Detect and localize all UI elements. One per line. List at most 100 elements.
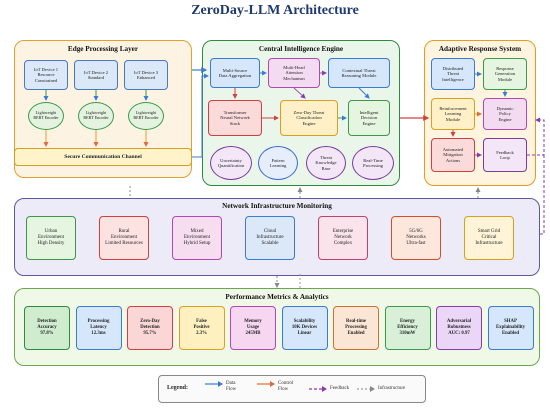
metric-real-time-processing-label: Real-time Processing Enabled (345, 319, 367, 336)
diagram-title: ZeroDay-LLM Architecture (191, 3, 359, 18)
enterprise-network-label: Enterprise Network Complex (332, 229, 354, 246)
distributed-threat-intelligence: Distributed Threat Intelligence (431, 58, 475, 90)
smart-grid-label: Smart Grid Critical Infrastructure (475, 229, 503, 246)
metrics-panel-title: Performance Metrics & Analytics (225, 293, 329, 301)
mixed-environment-label: Mixed Environment Hybrid Setup (183, 229, 211, 246)
attention-label: Multi-Head Attention Mechanism (283, 65, 305, 81)
iot-device-2: IoT Device 2 Standard (74, 60, 118, 90)
multi-source-label: Multi-Source Data Aggregation (218, 67, 252, 78)
adaptive-panel-title: Adaptive Response System (438, 45, 522, 53)
iot-device-2-label: IoT Device 2 Standard (83, 69, 109, 80)
urban-environment: Urban Environment High Density (26, 216, 76, 260)
iot-device-3: IoT Device 3 Enhanced (124, 60, 168, 90)
real-time-processing: Real-Time Processing (352, 146, 394, 180)
legend-control-flow-label: Control Flow (278, 381, 294, 393)
bert-encoder-3-label: Lightweight BERT Encoder (133, 110, 159, 120)
zero-day-classification-engine: Zero-Day Threat Classification Engine (280, 100, 338, 136)
metric-scalability: Scalability 10K Devices Linear (281, 306, 328, 350)
bert-encoder-2: Lightweight BERT Encoder (78, 102, 114, 130)
legend-box: Legend: Data Flow Control Flow Feedback … (158, 375, 426, 403)
cloud-infrastructure-label: Cloud Infrastructure Scalable (256, 229, 284, 246)
legend-title: Legend: (167, 385, 188, 391)
legend-infrastructure: Infrastructure (357, 386, 405, 392)
distributed-label: Distributed Threat Intelligence (442, 66, 464, 82)
contextual-threat-reasoning: Contextual Threat Reasoning Module (328, 58, 390, 88)
metric-false-positive: False Positive 2.3% (178, 306, 225, 350)
legend-infrastructure-label: Infrastructure (378, 386, 406, 391)
uncertainty-quantification: Uncertainty Quantification (210, 146, 252, 180)
legend-control-flow: Control Flow (257, 381, 293, 394)
metric-shap-explainability: SHAP Explainability Enabled (487, 306, 534, 350)
policy-label: Dynamic Policy Engine (496, 106, 514, 122)
contextual-label: Contextual Threat Reasoning Module (341, 67, 377, 78)
metric-false-positive-label: False Positive 2.3% (193, 319, 210, 336)
arrow-contextual-decision (358, 87, 370, 99)
rural-environment: Rural Environment Limited Resources (99, 216, 149, 260)
metric-zero-day-detection: Zero-Day Detection 95.7% (127, 306, 173, 350)
metric-zero-day-detection-label: Zero-Day Detection 95.7% (140, 319, 160, 336)
legend-feedback: Feedback (309, 386, 349, 392)
metric-detection-accuracy: Detection Accuracy 97.8% (24, 306, 70, 350)
legend-data-flow-label: Data Flow (226, 381, 237, 393)
intelligent-decision-engine: Intelligent Decision Engine (348, 100, 390, 136)
reinforcement-learning-module: Reinforcement Learning Module (431, 98, 475, 130)
arrow-attention-zeroday (293, 87, 306, 99)
uncertainty-label: Uncertainty Quantification (217, 157, 245, 168)
dynamic-policy-engine: Dynamic Policy Engine (483, 98, 527, 130)
metric-scalability-label: Scalability 10K Devices Linear (291, 319, 318, 336)
zeroday-label: Zero-Day Threat Classification Engine (293, 110, 325, 126)
metric-real-time-processing: Real-time Processing Enabled (333, 306, 379, 350)
metric-detection-accuracy-label: Detection Accuracy 97.8% (37, 319, 57, 336)
realtime-label: Real-Time Processing (363, 157, 383, 168)
transformer-stack: Transformer Neural Network Stack (208, 100, 262, 136)
knowledge-label: Threat Knowledge Base (315, 155, 337, 171)
iot-device-1-label: IoT Device 1 Resource Constrained (33, 67, 59, 83)
multi-head-attention: Multi-Head Attention Mechanism (268, 58, 320, 88)
automated-mitigation-actions: Automated Mitigation Actions (431, 138, 475, 172)
arrow-feedback-loop (527, 117, 545, 156)
legend-control-flow-icon (257, 381, 275, 387)
iot-device-1: IoT Device 1 Resource Constrained (24, 60, 68, 90)
metric-shap-explainability-label: SHAP Explainability Enabled (495, 319, 526, 336)
pattern-label: Pattern Learning (269, 157, 287, 168)
central-panel-title: Central Intelligence Engine (258, 45, 344, 53)
5g-6g-networks: 5G/6G Networks Ultra-fast (391, 216, 441, 260)
legend-data-flow-icon (205, 381, 223, 387)
bert-encoder-2-label: Lightweight BERT Encoder (83, 110, 109, 120)
bert-encoder-1: Lightweight BERT Encoder (28, 102, 64, 130)
metric-processing-latency-label: Processing Latency 12.3ms (87, 319, 110, 336)
feedback-loop-label: Feedback Loop (496, 149, 514, 160)
mitigation-label: Automated Mitigation Actions (442, 147, 464, 163)
rural-environment-label: Rural Environment Limited Resources (105, 229, 143, 246)
metric-adversarial-robustness-label: Adversarial Robustness AUC: 0.97 (446, 319, 472, 336)
secure-channel-label: Secure Communication Channel (64, 153, 142, 160)
feedback-loop: Feedback Loop (483, 138, 527, 172)
metric-processing-latency: Processing Latency 12.3ms (75, 306, 122, 350)
edge-panel-title: Edge Processing Layer (67, 45, 139, 53)
bert-encoder-3: Lightweight BERT Encoder (128, 102, 164, 130)
cloud-infrastructure: Cloud Infrastructure Scalable (245, 216, 295, 260)
reinforcement-label: Reinforcement Learning Module (439, 106, 467, 122)
metric-memory-usage-label: Memory Usage 245MB (244, 319, 262, 336)
decision-label: Intelligent Decision Engine (359, 110, 379, 126)
response-generation-module: Response Generation Module (483, 58, 527, 90)
legend-data-flow: Data Flow (205, 381, 236, 394)
response-label: Response Generation Module (494, 66, 516, 82)
mixed-environment: Mixed Environment Hybrid Setup (172, 216, 222, 260)
smart-grid: Smart Grid Critical Infrastructure (464, 216, 514, 260)
arrow-feedback-to-network (540, 155, 545, 235)
arrow-channel-to-central (192, 73, 209, 158)
metric-energy-efficiency: Energy Efficiency 310mW (384, 306, 431, 350)
metric-energy-efficiency-label: Energy Efficiency 310mW (397, 319, 418, 336)
secure-communication-channel: Secure Communication Channel (14, 148, 192, 166)
metric-adversarial-robustness: Adversarial Robustness AUC: 0.97 (436, 306, 482, 350)
metric-memory-usage: Memory Usage 245MB (230, 306, 276, 350)
threat-knowledge-base: Threat Knowledge Base (306, 146, 346, 180)
iot-device-3-label: IoT Device 3 Enhanced (133, 69, 159, 80)
transformer-label: Transformer Neural Network Stack (220, 110, 250, 126)
multi-source-data-aggregation: Multi-Source Data Aggregation (210, 58, 260, 88)
legend-feedback-icon (309, 386, 327, 392)
legend-feedback-label: Feedback (330, 386, 350, 391)
legend-infrastructure-icon (357, 386, 375, 392)
